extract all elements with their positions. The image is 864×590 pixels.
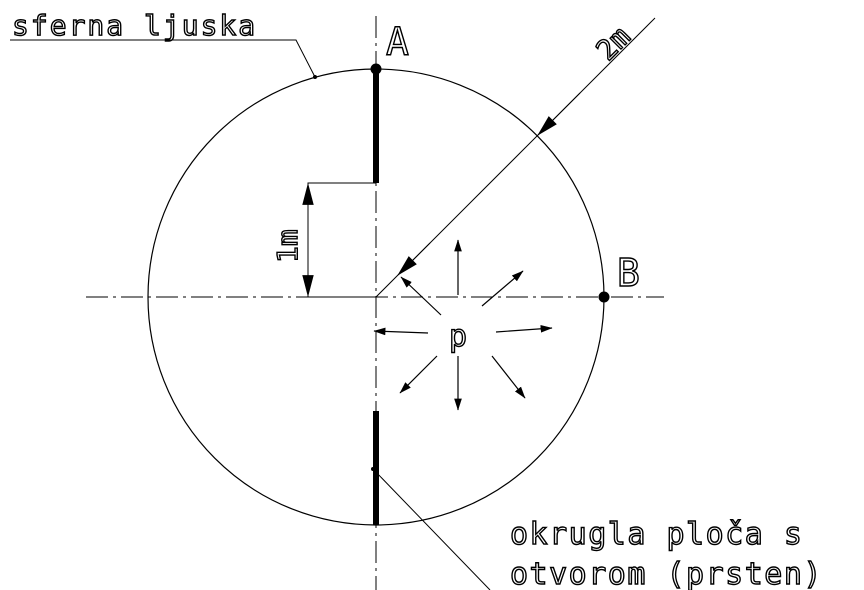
pressure-arrow-down-right <box>491 355 526 399</box>
pressure-arrow-down-left <box>399 355 438 394</box>
shell-leader-line <box>10 39 316 78</box>
plate-label-line2: otvorom (prsten) <box>510 557 823 590</box>
pressure-arrow-up-left <box>400 276 442 316</box>
pressure-arrow-up-right <box>481 270 524 307</box>
point-b-marker <box>598 291 610 303</box>
pressure-arrows <box>373 239 553 411</box>
point-a-label: A <box>386 20 409 64</box>
pressure-label: p <box>449 319 467 354</box>
shell-label: sferna ljuska <box>12 9 257 42</box>
radius-label: 2m <box>590 20 637 67</box>
radius-arrow-inner <box>397 242 431 276</box>
point-b-label: B <box>617 251 640 295</box>
radius-arrow-outer <box>537 92 581 136</box>
plate-label-line1: okrugla ploča s <box>510 517 803 552</box>
pressure-arrow-left <box>373 327 429 336</box>
height-label: 1m <box>271 229 304 263</box>
point-a-marker <box>370 63 382 75</box>
pressure-arrow-right <box>495 324 553 333</box>
plate-leader-line <box>372 468 491 590</box>
height-extension-line <box>307 182 376 298</box>
